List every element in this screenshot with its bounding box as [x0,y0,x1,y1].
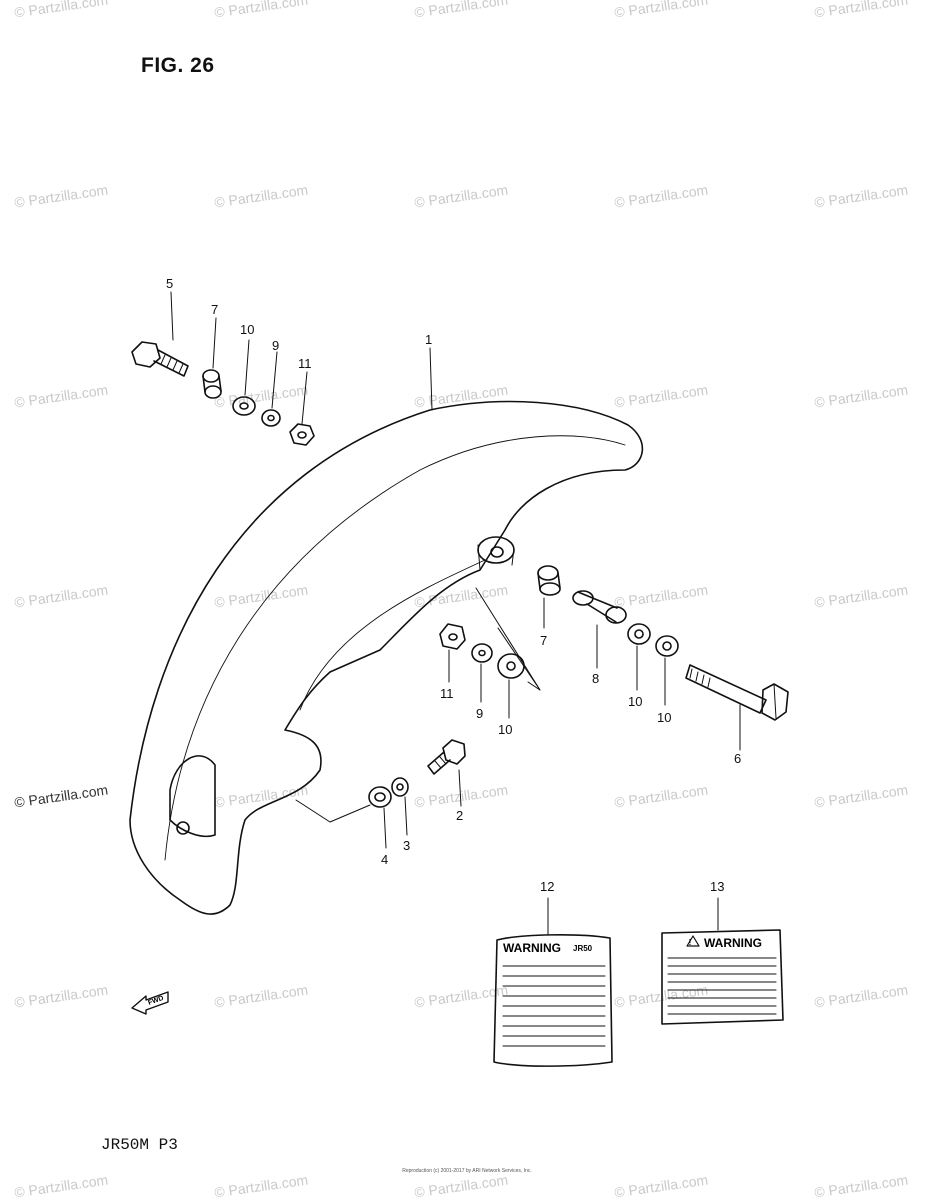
bolt-part-5 [131,341,189,377]
callout-9-middle: 9 [476,706,484,721]
lockwasher-part-3 [391,777,409,797]
warning-label-part-13 [661,929,784,1025]
callout-7-upper: 7 [211,302,219,317]
forward-arrow-icon [131,991,169,1015]
callout-10-middle: 10 [498,722,513,737]
model-code: JR50M P3 [101,1136,178,1154]
washer-part-10-upper [232,396,256,416]
callout-3: 3 [403,838,411,853]
nut-part-11-upper [289,423,315,446]
figure-title: FIG. 26 [141,54,215,77]
callout-1: 1 [425,332,433,347]
bolt-part-2 [427,739,466,775]
lockwasher-part-9-upper [261,409,281,427]
callout-12: 12 [540,879,555,894]
warning-label-12-model: JR50 [573,944,593,953]
callout-4: 4 [381,852,389,867]
callout-11-middle: 11 [440,686,454,701]
callout-6: 6 [734,751,742,766]
nut-part-11-middle [439,623,466,650]
callout-13: 13 [710,879,725,894]
lockwasher-part-9-middle [471,643,493,663]
warning-label-13-heading: WARNING [704,936,762,950]
callout-10-right-a: 10 [628,694,643,709]
callout-10-upper: 10 [240,322,255,337]
callout-2: 2 [456,808,464,823]
collar-part-7-upper [202,369,222,399]
callout-7-right: 7 [540,633,548,648]
washer-part-4 [368,786,392,808]
callout-10-right-b: 10 [657,710,672,725]
front-fender-part-1 [129,400,644,915]
callout-5: 5 [166,276,174,291]
footer-copyright: Reproduction (c) 2001-2017 by ARI Networ… [402,1168,532,1174]
callout-9-upper: 9 [272,338,280,353]
washer-part-10-right-b [655,635,679,657]
callout-8: 8 [592,671,600,686]
callout-11-upper: 11 [298,356,312,371]
bolt-part-6 [685,664,789,721]
spacer-part-8 [572,590,627,624]
warning-symbol: ! [689,938,692,947]
warning-label-part-12 [493,934,613,1067]
washer-part-10-right-a [627,623,651,645]
leader-lines [170,291,741,936]
collar-part-7-right [537,565,561,596]
warning-label-12-heading: WARNING [503,941,561,955]
